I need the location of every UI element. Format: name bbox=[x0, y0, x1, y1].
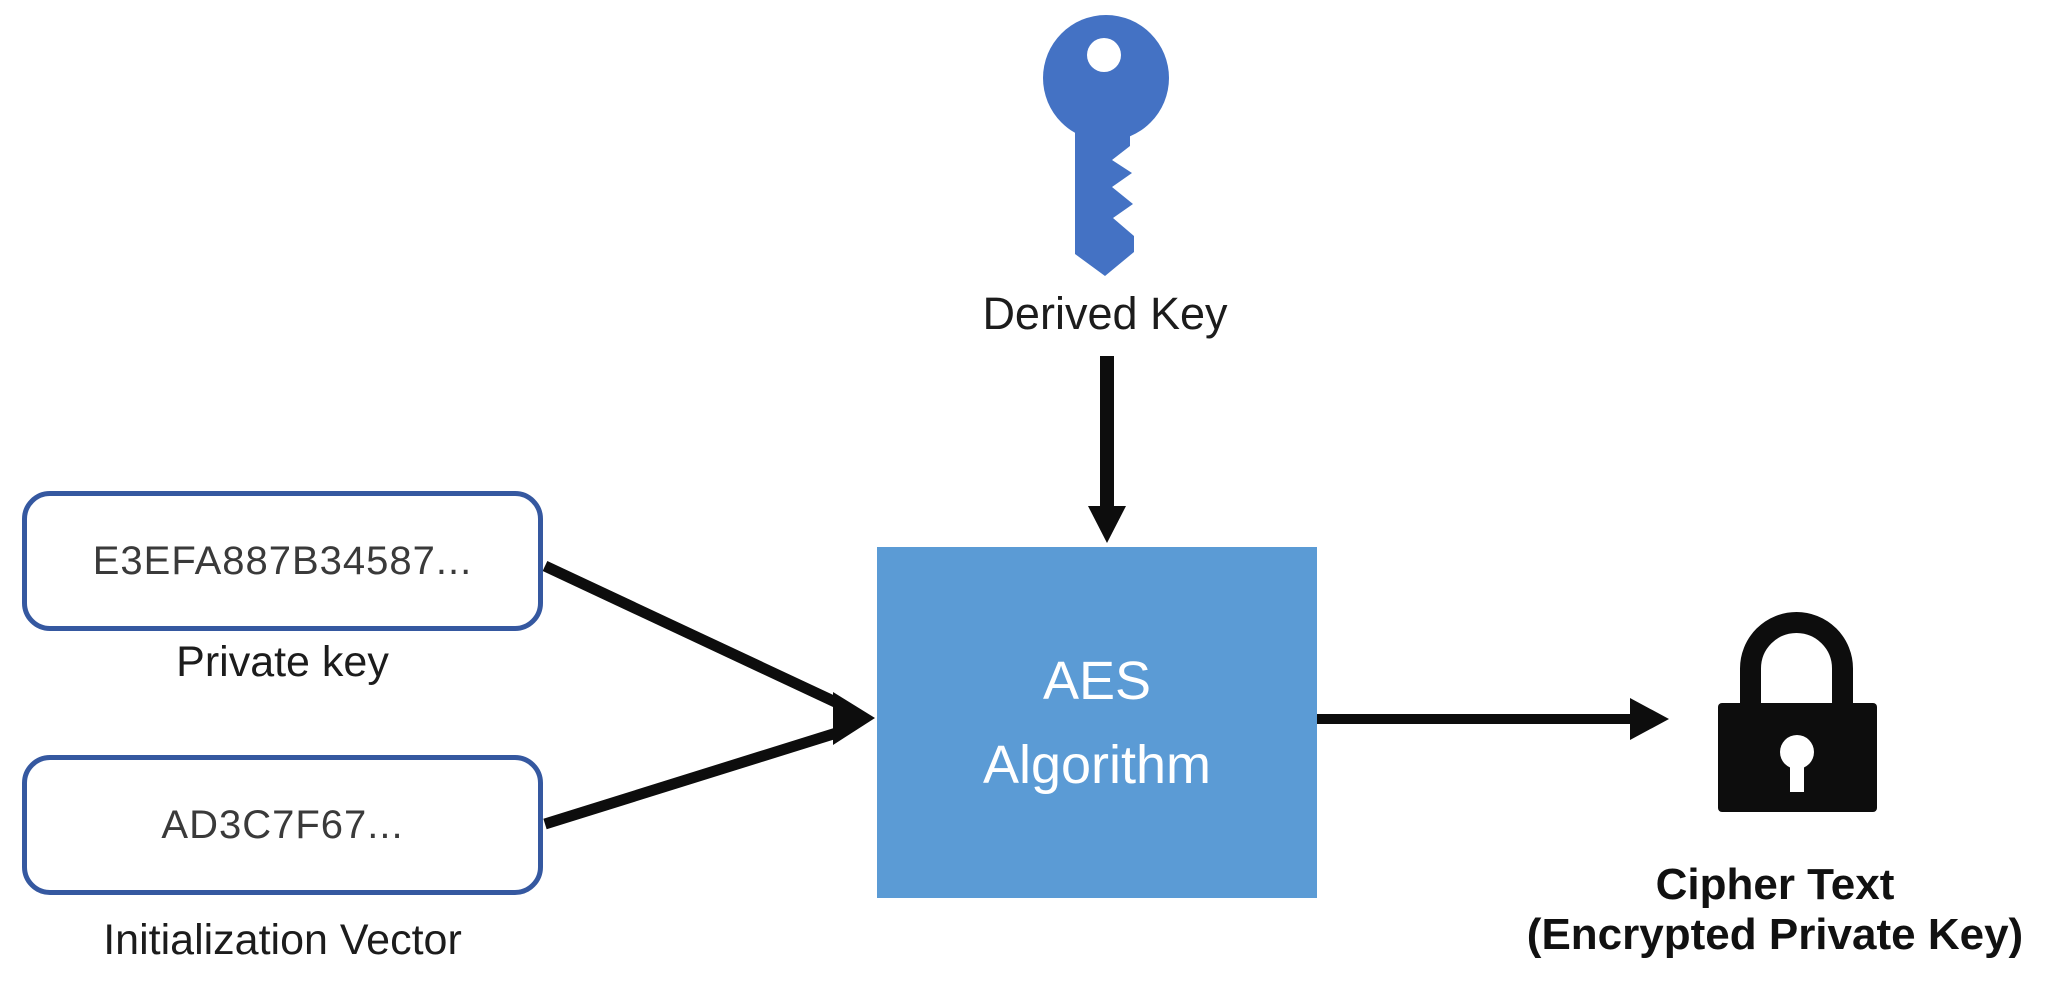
aes-algorithm-box: AES Algorithm bbox=[877, 547, 1317, 898]
lock-keyhole bbox=[1780, 735, 1814, 769]
aes-box-line2: Algorithm bbox=[982, 734, 1212, 795]
aes-box-line1: AES bbox=[1042, 650, 1152, 711]
lock-icon bbox=[1718, 612, 1877, 812]
cipher-text-line1: Cipher Text bbox=[1655, 860, 1895, 909]
private-key-caption: Private key bbox=[176, 638, 389, 686]
cipher-text-label: Cipher Text (Encrypted Private Key) bbox=[1490, 860, 2055, 960]
arrow-derived-key-to-aes bbox=[1088, 356, 1126, 543]
arrow-private-key-to-aes bbox=[542, 561, 849, 712]
arrow-converge-head bbox=[833, 692, 875, 745]
cipher-text-line2: (Encrypted Private Key) bbox=[1526, 910, 2024, 959]
iv-caption: Initialization Vector bbox=[103, 916, 462, 964]
iv-value: AD3C7F67... bbox=[161, 802, 404, 847]
key-icon bbox=[1043, 15, 1169, 276]
arrow-aes-to-cipher bbox=[1317, 698, 1669, 740]
key-hole bbox=[1087, 38, 1121, 72]
private-key-value: E3EFA887B34587... bbox=[92, 538, 473, 583]
iv-box: AD3C7F67... bbox=[22, 755, 543, 895]
arrow-iv-to-aes bbox=[543, 724, 848, 830]
private-key-box: E3EFA887B34587... bbox=[22, 491, 543, 631]
derived-key-label: Derived Key bbox=[982, 288, 1228, 339]
